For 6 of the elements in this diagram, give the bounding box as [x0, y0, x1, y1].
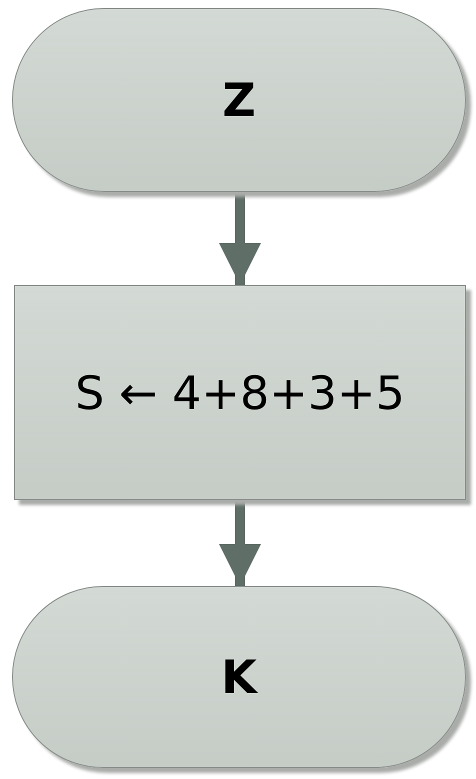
node-label: S ← 4+8+3+5 — [75, 366, 405, 420]
node-label: Z — [222, 73, 256, 127]
arrow — [219, 192, 261, 285]
node-label: K — [221, 650, 257, 704]
process-box — [14, 285, 466, 500]
arrow — [219, 500, 261, 586]
